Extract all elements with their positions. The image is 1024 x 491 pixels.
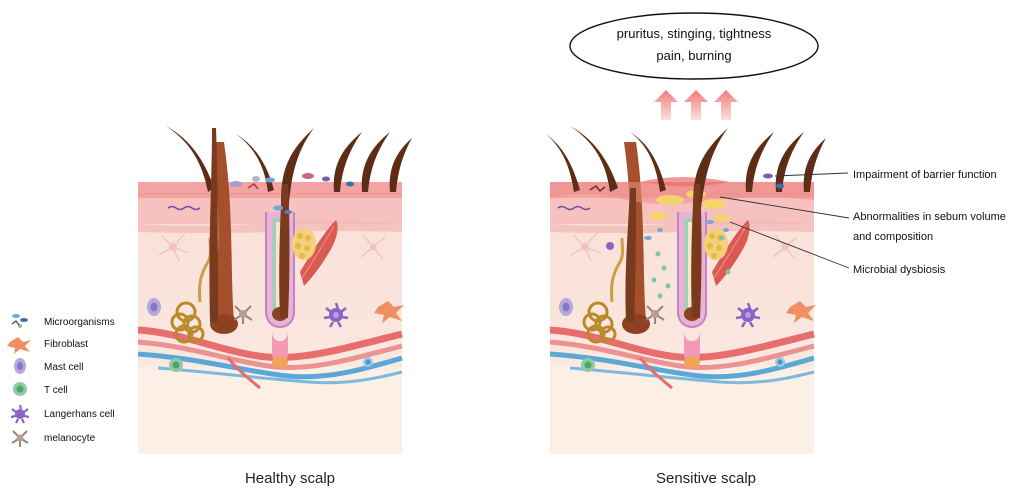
langerhans-cell-icon (10, 404, 30, 424)
heat-arrows (654, 90, 738, 120)
legend-label: melanocyte (44, 433, 96, 444)
legend-label: T cell (44, 385, 68, 396)
legend-label: Langerhans cell (44, 409, 115, 420)
sensitive-microorganisms (557, 173, 784, 299)
legend-icons (7, 314, 31, 447)
legend-label: Mast cell (44, 362, 83, 373)
healthy-microorganisms (167, 173, 354, 214)
healthy-scalp-illustration (138, 126, 412, 454)
legend-label: Microorganisms (44, 317, 115, 328)
mast-cell-icon (14, 358, 26, 374)
caption-healthy: Healthy scalp (245, 470, 335, 487)
symptom-bubble (569, 12, 819, 80)
melanocyte-icon (11, 430, 29, 447)
healthy-hairs (166, 126, 412, 322)
microorganism-icon (11, 314, 28, 328)
t-cell-icon (13, 382, 27, 396)
sensitive-hairs (546, 126, 826, 322)
sensitive-scalp-illustration (546, 126, 826, 454)
caption-sensitive: Sensitive scalp (656, 470, 756, 487)
fibroblast-icon (7, 337, 31, 354)
annotation-lines (719, 172, 850, 269)
legend-label: Fibroblast (44, 339, 88, 350)
annotation-sebum-line1: Abnormalities in sebum volume (853, 211, 1006, 223)
annotation-sebum-line2: and composition (853, 231, 933, 243)
symptom-text-line2: pain, burning (656, 48, 731, 63)
annotation-barrier: Impairment of barrier function (853, 169, 997, 181)
annotation-microbial: Microbial dysbiosis (853, 264, 946, 276)
symptom-text-line1: pruritus, stinging, tightness (617, 26, 772, 41)
